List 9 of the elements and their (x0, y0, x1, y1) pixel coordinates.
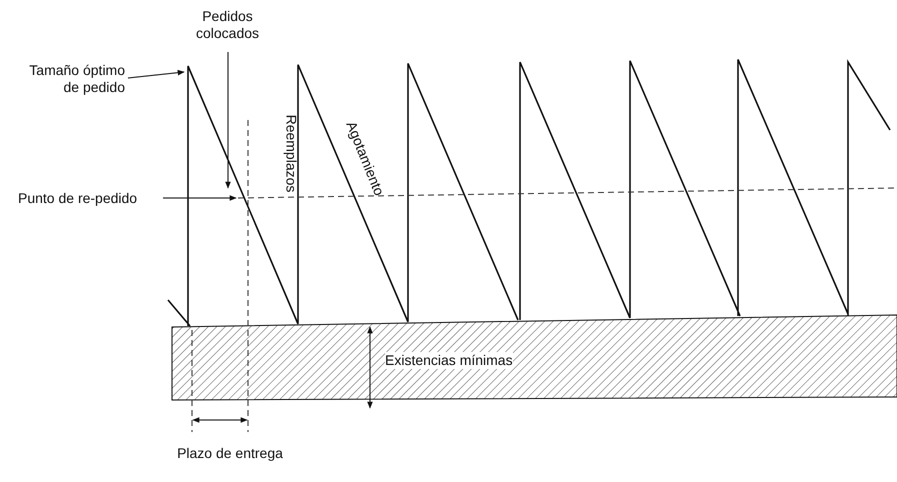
leader-line (128, 70, 185, 78)
band-label: Existencias mínimas (385, 352, 513, 369)
leader-line (162, 195, 237, 201)
dimension-label: Plazo de entrega (176, 445, 284, 462)
leader-line (225, 52, 231, 189)
rotated-label: Reemplazos (282, 114, 300, 194)
callout-label: Pedidos colocados (180, 8, 275, 42)
callout-label: Tamaño óptimo de pedido (20, 62, 125, 96)
callout-label: Punto de re-pedido (18, 190, 178, 207)
